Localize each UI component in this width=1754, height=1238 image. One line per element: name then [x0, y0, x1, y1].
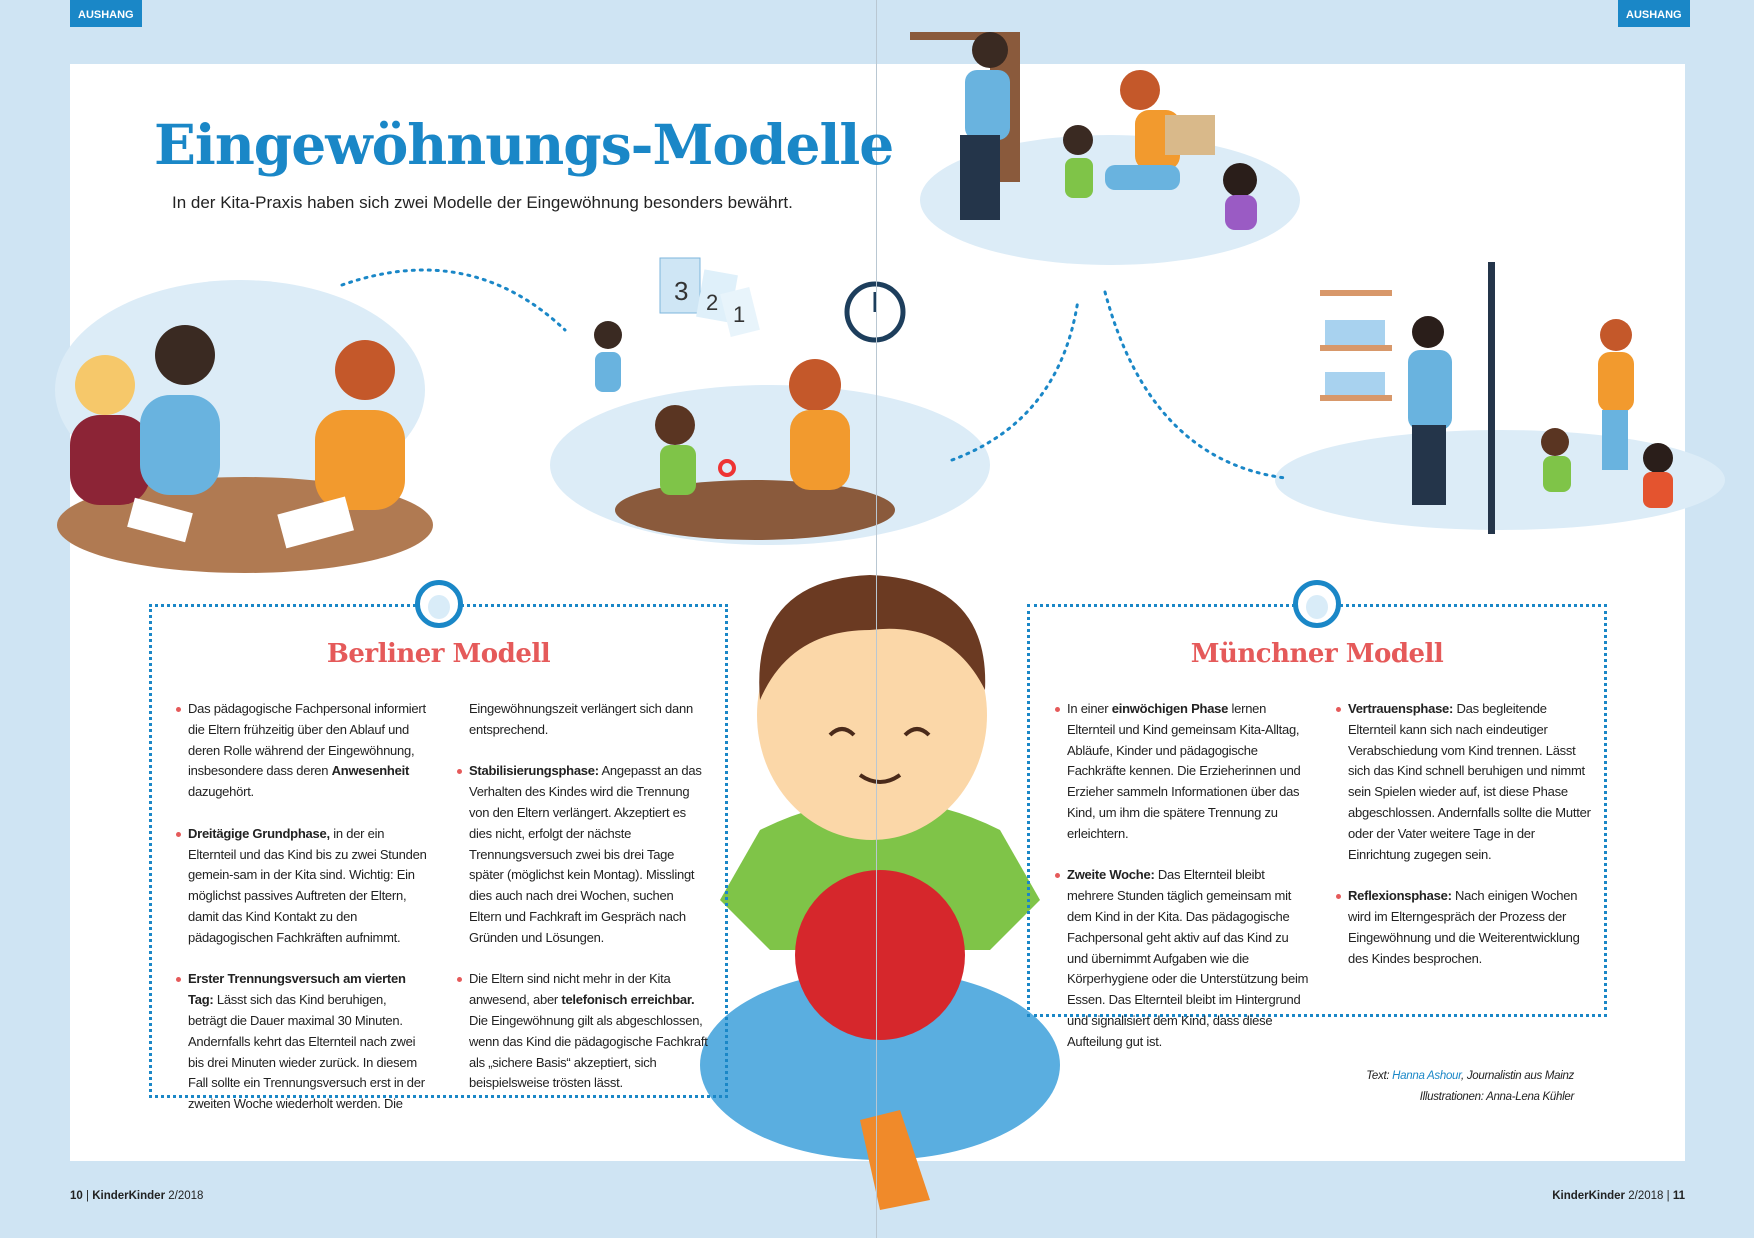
baby-face-icon	[1293, 580, 1341, 628]
item-bold: einwöchigen Phase	[1111, 701, 1229, 716]
item-text: Angepasst an das Verhalten des Kindes wi…	[469, 763, 702, 945]
list-item: Vertrauensphase: Das begleitende Elternt…	[1336, 699, 1592, 865]
page-subtitle: In der Kita-Praxis haben sich zwei Model…	[172, 193, 793, 212]
item-text: Lässt sich das Kind beruhigen, beträgt d…	[188, 701, 693, 1112]
issue: 2/2018	[1628, 1190, 1664, 1202]
page-number: 11	[1672, 1190, 1685, 1202]
item-text: in der ein Elternteil und das Kind bis z…	[188, 825, 427, 945]
scene-phone-call	[1275, 262, 1725, 534]
calendar-number: 2	[706, 290, 718, 315]
item-bold: Anwesenheit	[331, 763, 410, 779]
credits-text-label: Text:	[1366, 1070, 1393, 1082]
item-bold: Zweite Woche:	[1067, 867, 1155, 883]
baby-face-icon	[414, 580, 463, 628]
muenchner-modell-title: Münchner Modell	[1190, 639, 1444, 669]
issue: 2/2018	[168, 1190, 204, 1202]
scene-parents-meeting	[55, 280, 433, 573]
magazine-name: KinderKinder	[1552, 1190, 1626, 1202]
berliner-modell-title: Berliner Modell	[326, 639, 551, 669]
item-text: Die Eltern sind nicht mehr in der Kita a…	[469, 971, 671, 1008]
calendar-icon: 3 2 1	[659, 257, 760, 337]
scene-child-play	[550, 321, 990, 545]
list-item: Stabilisierungsphase: Angepasst an das V…	[457, 761, 709, 948]
item-text: Die Eingewöhnung gilt als abgeschlossen,…	[469, 1012, 708, 1091]
credits-author-suffix: , Journalistin aus Mainz	[1461, 1070, 1574, 1082]
item-bold: Dreitägige Grundphase,	[188, 825, 330, 841]
separator: |	[1666, 1190, 1670, 1202]
item-text: Das begleitende Elternteil kann sich nac…	[1348, 701, 1591, 862]
credits-illustrations: Illustrationen: Anna-Lena Kühler	[1419, 1091, 1575, 1103]
list-item: In einer einwöchigen Phase lernen Eltern…	[1055, 699, 1311, 845]
list-item: Erster Trennungsversuch am vierten Tag: …	[176, 699, 709, 1115]
muenchner-text-column-1: In einer einwöchigen Phase lernen Eltern…	[1055, 699, 1311, 1073]
berliner-text: Das pädagogische Fachpersonal informiert…	[176, 699, 709, 1115]
aushang-tag-left: AUSHANG	[70, 0, 142, 27]
list-item: Dreitägige Grundphase, in der ein Eltern…	[176, 824, 428, 949]
item-text: Das Elternteil bleibt mehrere Stunden tä…	[1067, 867, 1309, 1049]
list-item: Das pädagogische Fachpersonal informiert…	[176, 699, 428, 803]
calendar-number: 3	[674, 276, 688, 306]
credits-author: Hanna Ashour	[1392, 1070, 1462, 1082]
item-bold: Vertrauensphase:	[1348, 701, 1454, 716]
item-bold: Erster Trennungsversuch am vierten Tag:	[188, 971, 406, 1008]
muenchner-text-column-2: Vertrauensphase: Das begleitende Elternt…	[1336, 699, 1592, 990]
item-text: lernen Elternteil und Kind gemeinsam Kit…	[1067, 701, 1301, 841]
muenchner-modell-box: Münchner Modell In einer einwöchigen Pha…	[1027, 580, 1607, 1049]
page-title: Eingewöhnungs-Modelle	[154, 112, 894, 177]
scene-door-farewell	[910, 32, 1300, 265]
footer-left: 10 | KinderKinder 2/2018	[70, 1190, 203, 1202]
footer-right: KinderKinder 2/2018 | 11	[1552, 1190, 1685, 1202]
item-text: Das pädagogische Fachpersonal informiert…	[188, 701, 426, 779]
item-bold: telefonisch erreichbar.	[561, 992, 695, 1008]
dotted-arrows	[340, 268, 1287, 480]
magazine-name: KinderKinder	[92, 1190, 166, 1202]
item-text: In einer	[1067, 701, 1112, 716]
page-number: 10	[70, 1190, 83, 1202]
clock-icon	[844, 281, 906, 343]
berliner-modell-box: Berliner Modell Das pädagogische Fachper…	[149, 580, 728, 1111]
item-text: Nach einigen Wochen wird im Elterngesprä…	[1348, 888, 1580, 966]
item-bold: Stabilisierungsphase:	[469, 763, 599, 779]
page-spine	[876, 0, 877, 1238]
separator: |	[86, 1190, 89, 1202]
aushang-tag-right: AUSHANG	[1618, 0, 1690, 27]
list-item: Die Eltern sind nicht mehr in der Kita a…	[457, 969, 709, 1094]
credits: Text: Hanna Ashour, Journalistin aus Mai…	[1366, 1066, 1574, 1108]
item-text: dazugehört.	[188, 784, 254, 800]
list-item: Zweite Woche: Das Elternteil bleibt mehr…	[1055, 865, 1311, 1052]
boy-with-ball	[700, 575, 1060, 1210]
calendar-number: 1	[733, 302, 745, 327]
list-item: Reflexionsphase: Nach einigen Wochen wir…	[1336, 886, 1592, 969]
item-bold: Reflexionsphase:	[1348, 888, 1452, 904]
